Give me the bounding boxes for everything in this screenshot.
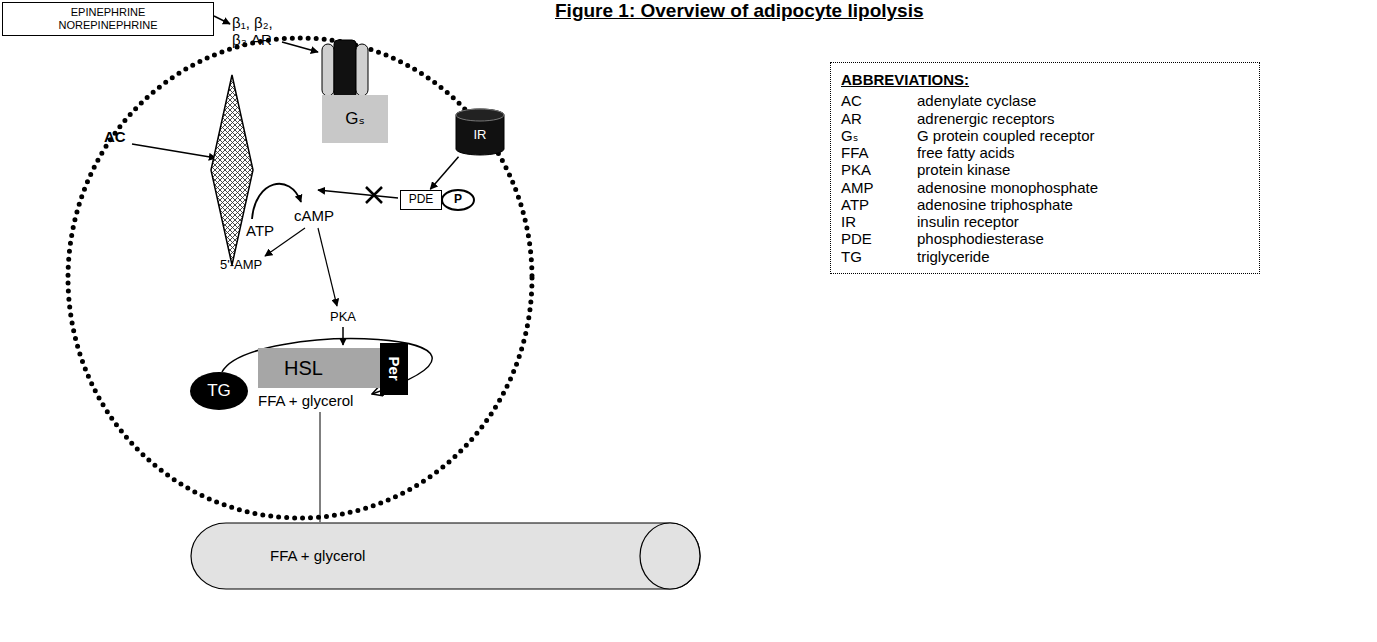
enzyme-label: AC — [104, 128, 126, 145]
node-text: Per — [385, 357, 402, 381]
perilipin-box: Per — [380, 343, 408, 395]
abbreviation: FFA — [841, 144, 917, 161]
triglyceride-ellipse: TG — [190, 372, 248, 410]
hormone-arrow — [214, 16, 230, 24]
cell-membrane — [68, 38, 532, 518]
outline-part — [640, 523, 700, 589]
metabolite-label: ATP — [246, 222, 274, 239]
node-text: P — [454, 193, 462, 207]
node-text: HSL — [284, 357, 323, 380]
g-protein-box: Gₛ — [322, 95, 388, 143]
pka-to-hsl-arrow — [342, 327, 344, 345]
abbreviation-meaning: adrenergic receptors — [917, 110, 1249, 127]
abbreviation: PDE — [841, 230, 917, 247]
receptor-leader — [282, 42, 318, 52]
legend-heading: ABBREVIATIONS: — [841, 71, 1249, 88]
receptor-helix — [322, 44, 334, 96]
phosphate-circle: P — [441, 189, 475, 211]
signal-arrow — [430, 157, 458, 189]
abbreviation-meaning: phosphodiesterase — [917, 230, 1249, 247]
node-outline — [190, 522, 702, 590]
enzyme-label: PKA — [330, 310, 356, 325]
abbreviation-meaning: adenosine monophosphate — [917, 179, 1249, 196]
abbreviation-meaning: protein kinase — [917, 161, 1249, 178]
pde-box: PDE — [400, 190, 442, 210]
outline-part — [456, 109, 504, 121]
hsl-box: HSL — [258, 348, 382, 388]
abbreviation-meaning: adenylate cyclase — [917, 92, 1249, 109]
ac-leader — [132, 144, 216, 158]
hormone-box: EPINEPHRINENOREPINEPHRINE — [2, 2, 214, 36]
node-text: NOREPINEPHRINE — [58, 19, 157, 32]
node-text: TG — [207, 381, 231, 401]
product-label: FFA + glycerol — [258, 392, 353, 409]
release-line — [320, 412, 321, 522]
node-text: EPINEPHRINE — [71, 6, 146, 19]
insulin-receptor-cylinder: IR — [455, 108, 505, 156]
atp-to-camp-arrow — [252, 184, 301, 219]
tg-hydrolysis-arrow — [222, 339, 432, 394]
abbreviation-meaning: free fatty acids — [917, 144, 1249, 161]
node-text: IR — [474, 128, 487, 143]
node-text: FFA + glycerol — [270, 547, 365, 564]
receptor-helix — [334, 40, 356, 98]
abbreviation-meaning: adenosine triphosphate — [917, 196, 1249, 213]
abbreviation: ATP — [841, 196, 917, 213]
abbreviation: AR — [841, 110, 917, 127]
abbreviations-box: ABBREVIATIONS: ACadenylate cyclaseARadren… — [830, 62, 1260, 274]
abbreviation: PKA — [841, 161, 917, 178]
inhibition-cross — [366, 187, 382, 203]
outline-part — [456, 109, 504, 155]
abbreviation-table: ACadenylate cyclaseARadrenergic receptor… — [841, 92, 1249, 265]
abbreviation: AMP — [841, 179, 917, 196]
receptor-label: β₁, β₂, β₃ AR — [232, 14, 290, 49]
abbreviation-meaning: insulin receptor — [917, 213, 1249, 230]
abbreviation: Gₛ — [841, 127, 917, 144]
metabolite-label: 5'-AMP — [220, 258, 262, 273]
receptor-helix — [356, 44, 368, 96]
abbreviation: IR — [841, 213, 917, 230]
camp-to-pka-arrow — [318, 228, 337, 306]
outline-part — [191, 523, 700, 589]
pde-arrow — [318, 190, 398, 198]
node-text: Gₛ — [345, 109, 365, 129]
figure-title: Figure 1: Overview of adipocyte lipolysi… — [555, 0, 924, 22]
abbreviation: AC — [841, 92, 917, 109]
abbreviation-meaning: G protein coupled receptor — [917, 127, 1249, 144]
node-text: PDE — [409, 193, 434, 207]
blood-vessel: FFA + glycerol — [190, 522, 702, 590]
abbreviation-meaning: triglyceride — [917, 248, 1249, 265]
metabolite-label: cAMP — [294, 207, 334, 224]
abbreviation: TG — [841, 248, 917, 265]
